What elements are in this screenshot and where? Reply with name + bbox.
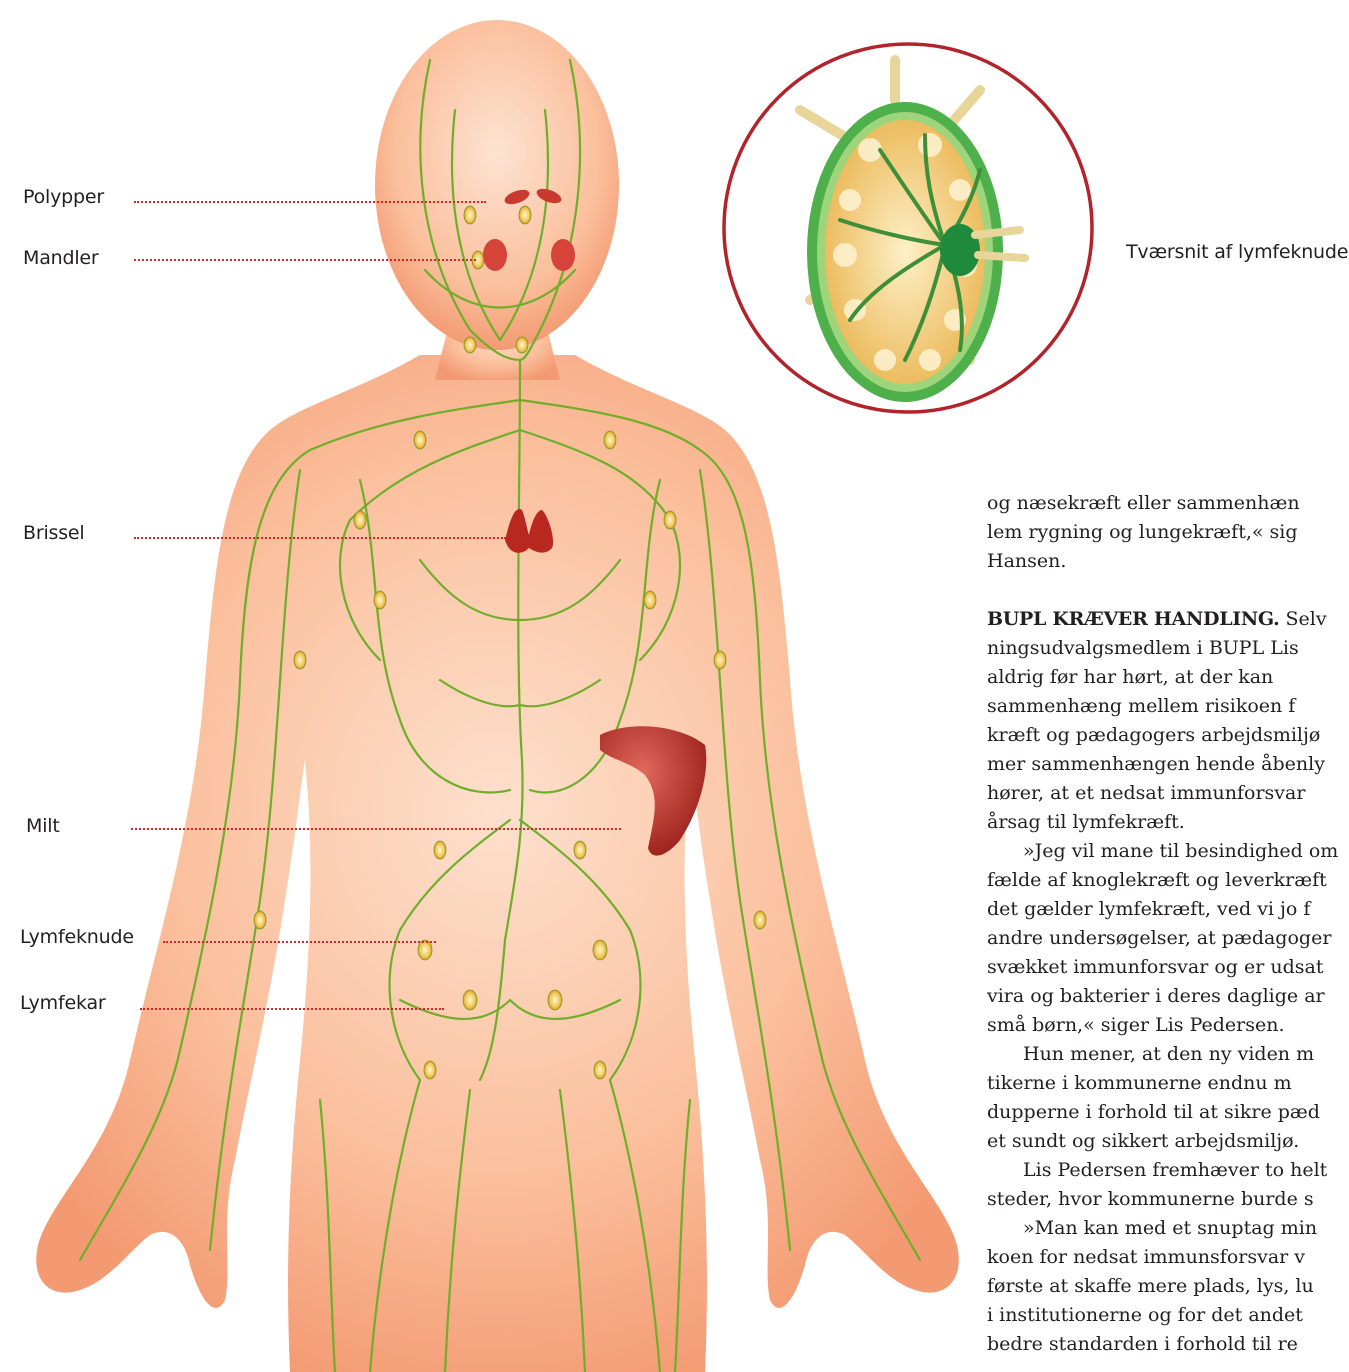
cross-section-caption: Tværsnit af lymfeknude — [1126, 241, 1348, 263]
article-line: første at skaffe mere plads, lys, lu — [987, 1272, 1349, 1301]
article-line: ningsudvalgsmedlem i BUPL Lis — [987, 634, 1349, 663]
article-line: lem rygning og lungekræft,« sig — [987, 518, 1349, 547]
article-line: steder, hvor kommunerne burde s — [987, 1185, 1349, 1214]
article-line: vira og bakterier i deres daglige ar — [987, 982, 1349, 1011]
tonsils-icon — [483, 239, 507, 271]
article-line: tikerne i kommunerne endnu m — [987, 1069, 1349, 1098]
section-heading-line: BUPL KRÆVER HANDLING. Selv — [987, 605, 1349, 634]
article-column: og næsekræft eller sammenhæn lem rygning… — [987, 489, 1349, 1359]
article-line: Lis Pedersen fremhæver to helt — [987, 1156, 1349, 1185]
label-lymfekar: Lymfekar — [20, 992, 106, 1014]
article-line: sammenhæng mellem risikoen f — [987, 692, 1349, 721]
section-heading-rest: Selv — [1280, 608, 1327, 630]
label-mandler: Mandler — [23, 247, 99, 269]
label-milt: Milt — [26, 815, 60, 837]
article-line: »Jeg vil mane til besindighed om — [987, 837, 1349, 866]
article-line: svækket immunforsvar og er udsat — [987, 953, 1349, 982]
label-brissel: Brissel — [23, 522, 85, 544]
article-line: fælde af knoglekræft og leverkræft — [987, 866, 1349, 895]
leader-line-lymfeknude — [163, 941, 436, 943]
leader-line-milt — [131, 828, 621, 830]
article-line: kræft og pædagogers arbejdsmiljø — [987, 721, 1349, 750]
article-line: i institutionerne og for det andet — [987, 1301, 1349, 1330]
article-line: årsag til lymfekræft. — [987, 808, 1349, 837]
article-line: mer sammenhængen hende åbenly — [987, 750, 1349, 779]
article-line: hører, at et nedsat immunforsvar — [987, 779, 1349, 808]
article-line: Hansen. — [987, 547, 1349, 576]
label-polypper: Polypper — [23, 186, 104, 208]
leader-line-brissel — [134, 537, 506, 539]
section-heading: BUPL KRÆVER HANDLING. — [987, 608, 1280, 630]
article-line: bedre standarden i forhold til re — [987, 1330, 1349, 1359]
article-line: »Man kan med et snuptag min — [987, 1214, 1349, 1243]
article-line: andre undersøgelser, at pædagoger — [987, 924, 1349, 953]
lymph-node-cross-section — [720, 40, 1110, 425]
article-line: Hun mener, at den ny viden m — [987, 1040, 1349, 1069]
article-line: og næsekræft eller sammenhæn — [987, 489, 1349, 518]
leader-line-lymfekar — [140, 1008, 444, 1010]
article-line: dupperne i forhold til at sikre pæd — [987, 1098, 1349, 1127]
article-line: koen for nedsat immunsforsvar v — [987, 1243, 1349, 1272]
label-lymfeknude: Lymfeknude — [20, 926, 134, 948]
article-line: aldrig før har hørt, at der kan — [987, 663, 1349, 692]
article-line: det gælder lymfekræft, ved vi jo f — [987, 895, 1349, 924]
leader-line-polypper — [134, 201, 486, 203]
article-line: et sundt og sikkert arbejdsmiljø. — [987, 1127, 1349, 1156]
article-line: små børn,« siger Lis Pedersen. — [987, 1011, 1349, 1040]
leader-line-mandler — [134, 259, 476, 261]
